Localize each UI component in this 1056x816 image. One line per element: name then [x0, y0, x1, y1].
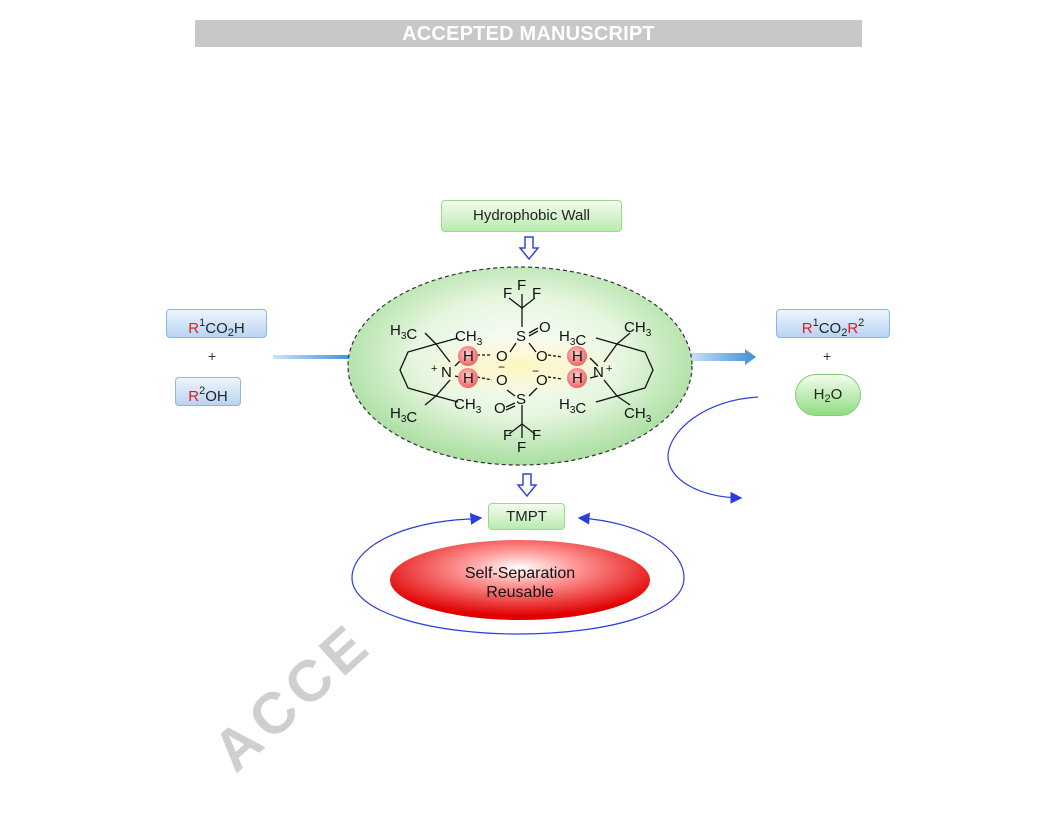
methyl-label: CH3 [454, 396, 482, 416]
plus-charge: + [431, 363, 437, 375]
recycle-loop-right [351, 512, 685, 635]
sulfur-label: S [516, 391, 526, 408]
methyl-label: H3C [390, 405, 417, 426]
recycle-loop-left [469, 512, 483, 525]
ester-label: R1CO2R2 [776, 309, 890, 339]
methyl-label: CH3 [624, 319, 652, 339]
wall-down-arrow [518, 236, 540, 261]
reactant-plus: + [208, 348, 217, 364]
fluorine-label: F [503, 427, 512, 444]
carboxylic-acid-label: R1CO2H [166, 309, 267, 339]
oxygen-label: O [494, 400, 506, 417]
fluorine-label: F [503, 285, 512, 302]
tmpt-down-arrow [516, 473, 538, 498]
self-separation-label: Self-Separation [465, 565, 575, 582]
acid-co: CO [205, 320, 228, 337]
input-arrow-shaft [273, 355, 353, 359]
hydrogen-label: H [572, 348, 583, 365]
ester-subscript: 2 [841, 327, 848, 339]
fluorine-label: F [532, 427, 541, 444]
reusable-label: Reusable [486, 584, 554, 601]
nitrogen-label: N [441, 364, 452, 381]
nitrogen-label: N [593, 364, 604, 381]
hydrogen-label: H [463, 370, 474, 387]
methyl-label: CH3 [624, 405, 652, 425]
water-h: H [813, 386, 825, 403]
methyl-label: H3C [559, 396, 586, 417]
hydrogen-bond-highlight [567, 368, 587, 388]
oxygen-label: O [536, 372, 548, 389]
water-label: H2O [795, 374, 861, 416]
methyl-label: CH3 [455, 328, 483, 348]
oxygen-label: O [496, 372, 508, 389]
water-release-arrow [667, 396, 759, 504]
ester-co: CO [818, 320, 842, 337]
tmpt-label: TMPT [488, 503, 565, 530]
alcohol-oh: OH [205, 388, 228, 405]
minus-charge: − [498, 360, 505, 374]
water-subscript: 2 [824, 393, 831, 405]
acid-h: H [233, 320, 245, 337]
plus-charge: + [606, 363, 612, 375]
methyl-label: H3C [390, 322, 417, 343]
fluorine-label: F [517, 277, 526, 294]
ester-r1-sup: 1 [812, 317, 819, 329]
oxygen-label: O [539, 319, 551, 336]
output-arrow [688, 349, 756, 365]
minus-charge: − [532, 364, 539, 378]
water-o: O [830, 386, 843, 403]
hydrogen-bond-highlight [567, 346, 587, 366]
methyl-label: H3C [559, 328, 586, 349]
hydrogen-label: H [572, 370, 583, 387]
ester-r2-sup: 2 [858, 317, 865, 329]
oxygen-label: O [496, 348, 508, 365]
r2-symbol: R [188, 388, 200, 405]
ester-r2: R [847, 320, 859, 337]
accepted-manuscript-banner: ACCEPTED MANUSCRIPT [195, 20, 862, 47]
hydrogen-bond-highlight [458, 368, 478, 388]
ester-r1: R [801, 320, 813, 337]
acid-subscript: 2 [227, 327, 234, 339]
hydrogen-bond-highlight [458, 346, 478, 366]
hydrophobic-wall-label: Hydrophobic Wall [441, 200, 622, 232]
product-plus: + [823, 348, 832, 364]
molecule-atom-labels: F F F S O O O − N + N + H H H H O O − S … [390, 277, 652, 456]
fluorine-label: F [517, 439, 526, 456]
fluorine-label: F [532, 285, 541, 302]
r2-superscript: 2 [199, 385, 206, 397]
sulfur-label: S [516, 328, 526, 345]
self-separation-ellipse [390, 540, 650, 620]
r1-superscript: 1 [199, 317, 206, 329]
r1-symbol: R [188, 320, 200, 337]
tmpt-molecule [399, 294, 654, 438]
hydrogen-label: H [463, 348, 474, 365]
oxygen-label: O [536, 348, 548, 365]
alcohol-label: R2OH [175, 377, 241, 406]
